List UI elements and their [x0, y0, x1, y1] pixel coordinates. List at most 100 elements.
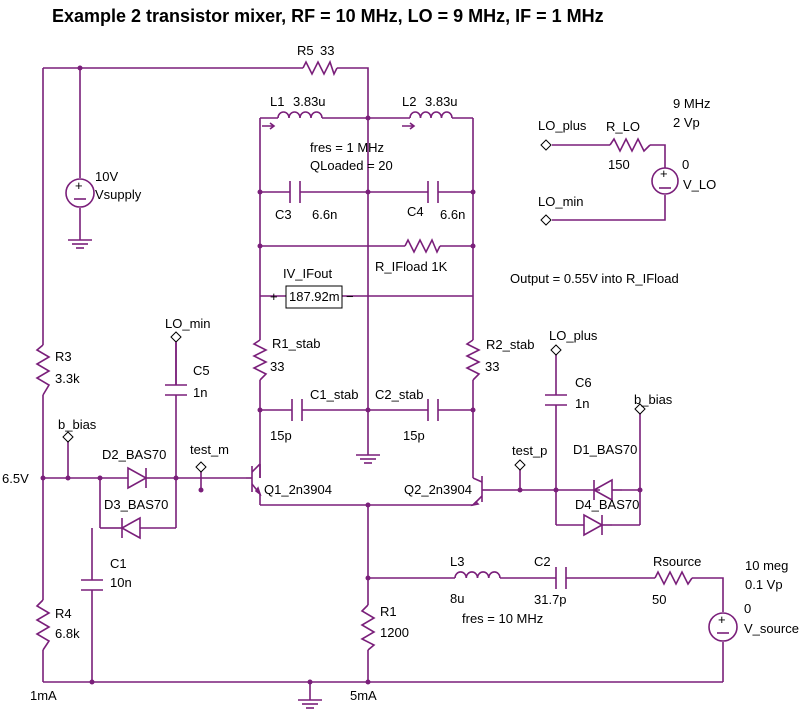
- lo-min-node-icon: [170, 331, 182, 343]
- r3-resistor[interactable]: [35, 344, 51, 396]
- c5-capacitor[interactable]: [165, 384, 187, 410]
- c3-name: C3: [275, 207, 292, 222]
- r1-stab-resistor[interactable]: [252, 339, 268, 381]
- l3-inductor[interactable]: [454, 571, 501, 579]
- r3-name: R3: [55, 349, 72, 364]
- q1-label: Q1_2n3904: [264, 482, 332, 497]
- d4-diode[interactable]: [583, 513, 612, 537]
- svg-text:+: +: [718, 612, 726, 627]
- lo-plus-node-label: LO_plus: [549, 328, 598, 343]
- r5-name: R5: [297, 43, 314, 58]
- source-zero: 0: [744, 601, 751, 616]
- iv-ifout-name: IV_IFout: [283, 266, 333, 281]
- c2-name: C2: [534, 554, 551, 569]
- d3-diode[interactable]: [112, 516, 141, 540]
- c5-name: C5: [193, 363, 210, 378]
- vsupply-source[interactable]: +: [65, 178, 95, 208]
- c6-capacitor[interactable]: [545, 394, 567, 420]
- v-lo-name: V_LO: [683, 177, 716, 192]
- r1-stab-value: 33: [270, 359, 284, 374]
- r2-stab-value: 33: [485, 359, 499, 374]
- svg-text:+: +: [660, 166, 668, 181]
- r1-resistor[interactable]: [360, 604, 376, 651]
- r2-stab-name: R2_stab: [486, 337, 534, 352]
- d1-label: D1_BAS70: [573, 442, 637, 457]
- b-bias-right-icon: [634, 403, 646, 415]
- l2-name: L2: [402, 94, 416, 109]
- d1-diode[interactable]: [592, 478, 622, 502]
- v-lo-source[interactable]: +: [651, 166, 679, 195]
- rsource-resistor[interactable]: [654, 570, 693, 586]
- d2-label: D2_BAS70: [102, 447, 166, 462]
- rifload-resistor[interactable]: [404, 238, 441, 254]
- vsupply-name: Vsupply: [95, 187, 142, 202]
- v-lo-zero: 0: [682, 157, 689, 172]
- test-m-label: test_m: [190, 442, 229, 457]
- c2-stab-capacitor[interactable]: [427, 399, 439, 421]
- r-lo-value: 150: [608, 157, 630, 172]
- c6-value: 1n: [575, 396, 589, 411]
- svg-text:+: +: [75, 178, 83, 193]
- q2-transistor[interactable]: [470, 476, 490, 507]
- c2-value: 31.7p: [534, 592, 567, 607]
- source-frequency: 10 meg: [745, 558, 788, 573]
- fres-if-label: fres = 1 MHz: [310, 140, 384, 155]
- qloaded-label: QLoaded = 20: [310, 158, 393, 173]
- meter-plus-sign: +: [270, 289, 278, 304]
- lo-plus-node-icon: [550, 344, 562, 356]
- ground-icon: [68, 239, 92, 249]
- r5-value: 33: [320, 43, 334, 58]
- lo-min-port-icon: [540, 214, 552, 226]
- lo-min-node-label: LO_min: [165, 316, 211, 331]
- c2-capacitor[interactable]: [555, 567, 567, 589]
- v-source[interactable]: +: [708, 612, 738, 642]
- wires: [42, 67, 724, 683]
- test-m-node-icon: [195, 461, 207, 473]
- rsource-value: 50: [652, 592, 666, 607]
- b-bias-right-label: b_bias: [634, 392, 673, 407]
- d3-label: D3_BAS70: [104, 497, 168, 512]
- c4-name: C4: [407, 204, 424, 219]
- c1-name: C1: [110, 556, 127, 571]
- l2-value: 3.83u: [425, 94, 458, 109]
- lo-amplitude: 2 Vp: [673, 115, 700, 130]
- b-bias-left-icon: [62, 431, 74, 443]
- c1-stab-value: 15p: [270, 428, 292, 443]
- l3-name: L3: [450, 554, 464, 569]
- l1-value: 3.83u: [293, 94, 326, 109]
- l3-value: 8u: [450, 591, 464, 606]
- c1-stab-name: C1_stab: [310, 387, 358, 402]
- r4-resistor[interactable]: [35, 599, 51, 651]
- c1-capacitor[interactable]: [81, 579, 103, 605]
- c5-value: 1n: [193, 385, 207, 400]
- l1-arrow-icon: [262, 122, 276, 130]
- lo-plus-label: LO_plus: [538, 118, 587, 133]
- lo-plus-port-icon: [540, 139, 552, 151]
- r2-stab-resistor[interactable]: [465, 339, 481, 381]
- junction-dots: [40, 65, 643, 685]
- meter-minus-sign: −: [346, 289, 354, 304]
- c4-capacitor[interactable]: [427, 181, 439, 203]
- rifload-label: R_IFload 1K: [375, 259, 448, 274]
- r-lo-resistor[interactable]: [609, 137, 651, 153]
- d2-diode[interactable]: [127, 466, 150, 490]
- r1-value: 1200: [380, 625, 409, 640]
- node-voltage-label: 6.5V: [2, 471, 29, 486]
- iv-ifout-meter[interactable]: [285, 285, 343, 309]
- ground-icon: [298, 682, 322, 709]
- c2-stab-value: 15p: [403, 428, 425, 443]
- r4-name: R4: [55, 606, 72, 621]
- output-note: Output = 0.55V into R_IFload: [510, 271, 679, 286]
- r5-resistor[interactable]: [302, 59, 338, 77]
- c1-stab-capacitor[interactable]: [291, 399, 303, 421]
- d4-label: D4_BAS70: [575, 497, 639, 512]
- c6-name: C6: [575, 375, 592, 390]
- c3-capacitor[interactable]: [289, 181, 301, 203]
- q1-transistor[interactable]: [251, 463, 262, 505]
- r1-stab-name: R1_stab: [272, 336, 320, 351]
- l2-inductor[interactable]: [409, 111, 453, 119]
- l1-inductor[interactable]: [277, 111, 323, 119]
- iv-ifout-value: 187.92m: [289, 289, 340, 304]
- lo-min-label: LO_min: [538, 194, 584, 209]
